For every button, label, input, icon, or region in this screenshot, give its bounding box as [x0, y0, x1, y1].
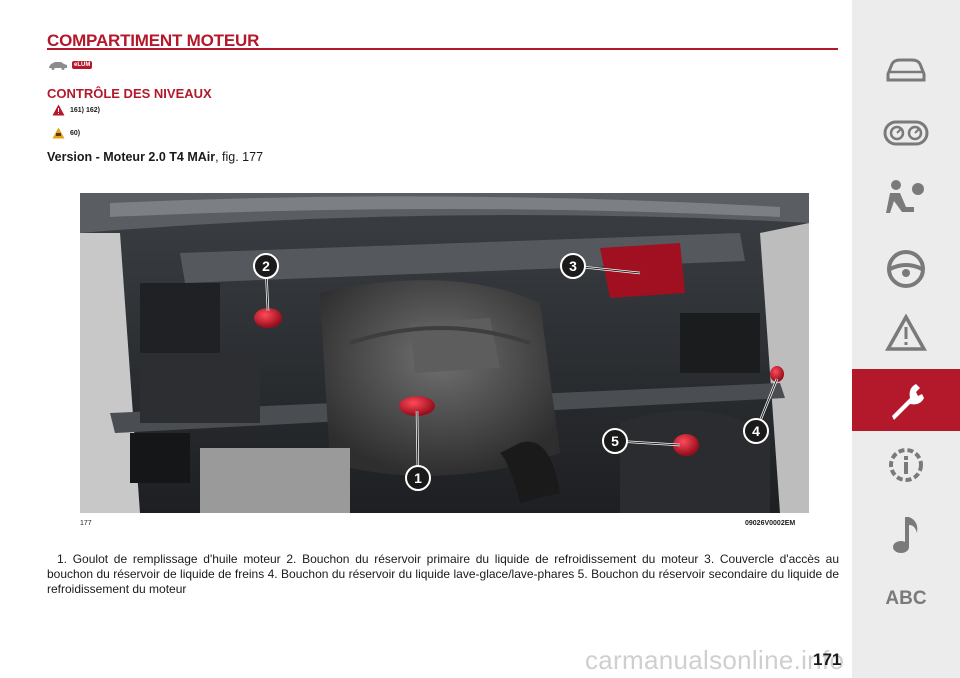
svg-text:1: 1 — [414, 470, 422, 486]
figure-code: 09026V0002EM — [745, 520, 796, 527]
svg-text:5: 5 — [611, 433, 619, 449]
elum-badge: eLUM — [72, 61, 93, 69]
marker-4: 4 — [743, 418, 769, 444]
warning-triangle-icon — [885, 314, 927, 351]
caution-reference: 60) — [52, 127, 80, 139]
car-silhouette-icon — [49, 62, 67, 70]
sidebar-item-safety[interactable] — [852, 166, 960, 228]
danger-triangle-icon — [52, 104, 65, 116]
svg-text:3: 3 — [569, 258, 577, 274]
oil-filler-cap — [399, 396, 435, 416]
page-number: 171 — [813, 650, 842, 669]
sidebar-item-technical[interactable] — [852, 434, 960, 496]
svg-text:2: 2 — [262, 258, 270, 274]
caution-refs: 60) — [70, 129, 81, 137]
wrench-icon — [892, 384, 924, 420]
section-title: CONTRÔLE DES NIVEAUX — [47, 86, 212, 101]
engine-photo: 1 2 3 4 5 — [80, 193, 809, 513]
marker-3: 3 — [560, 253, 586, 279]
figure-caption: 1. Goulot de remplissage d'huile moteur … — [47, 552, 839, 597]
sidebar-item-dashboard[interactable] — [852, 102, 960, 164]
airbag-seat-icon — [886, 180, 924, 213]
title-divider — [47, 48, 838, 50]
danger-reference: 161) 162) — [52, 104, 100, 116]
sidebar-item-maintenance[interactable] — [852, 369, 960, 431]
version-bold: Version - Moteur 2.0 T4 MAir — [47, 150, 216, 164]
dashboard-gauges-icon — [883, 120, 929, 146]
music-note-icon — [893, 517, 918, 553]
sidebar-item-index[interactable]: ABC — [852, 568, 960, 630]
coolant-primary-cap — [254, 308, 282, 328]
caption-text: 1. Goulot de remplissage d'huile moteur … — [47, 552, 839, 596]
version-line: Version - Moteur 2.0 T4 MAir, fig. 177 — [47, 150, 263, 164]
version-figref: , fig. 177 — [215, 150, 264, 164]
sidebar-item-multimedia[interactable] — [852, 504, 960, 566]
sidebar-item-car[interactable] — [852, 38, 960, 100]
marker-2: 2 — [253, 253, 279, 279]
gear-info-icon — [889, 448, 923, 482]
model-icons: eLUM — [48, 60, 93, 70]
marker-1: 1 — [405, 465, 431, 491]
figure-number: 177 — [80, 520, 92, 527]
sidebar-item-driving[interactable] — [852, 238, 960, 300]
marker-5: 5 — [602, 428, 628, 454]
danger-refs: 161) 162) — [70, 106, 100, 114]
coolant-secondary-cap — [673, 434, 699, 456]
watermark: carmanualsonline.info — [585, 645, 845, 675]
washer-fluid-cap — [770, 366, 784, 382]
engine-illustration: 1 2 3 4 5 — [80, 193, 809, 513]
page-title: COMPARTIMENT MOTEUR — [47, 31, 260, 50]
chapter-sidebar: ABC — [852, 0, 960, 678]
caution-triangle-icon — [52, 127, 65, 139]
abc-index-icon: ABC — [885, 588, 927, 609]
svg-text:4: 4 — [752, 423, 760, 439]
steering-wheel-icon — [887, 250, 925, 288]
sidebar-item-emergency[interactable] — [852, 302, 960, 364]
car-icon — [886, 58, 926, 82]
